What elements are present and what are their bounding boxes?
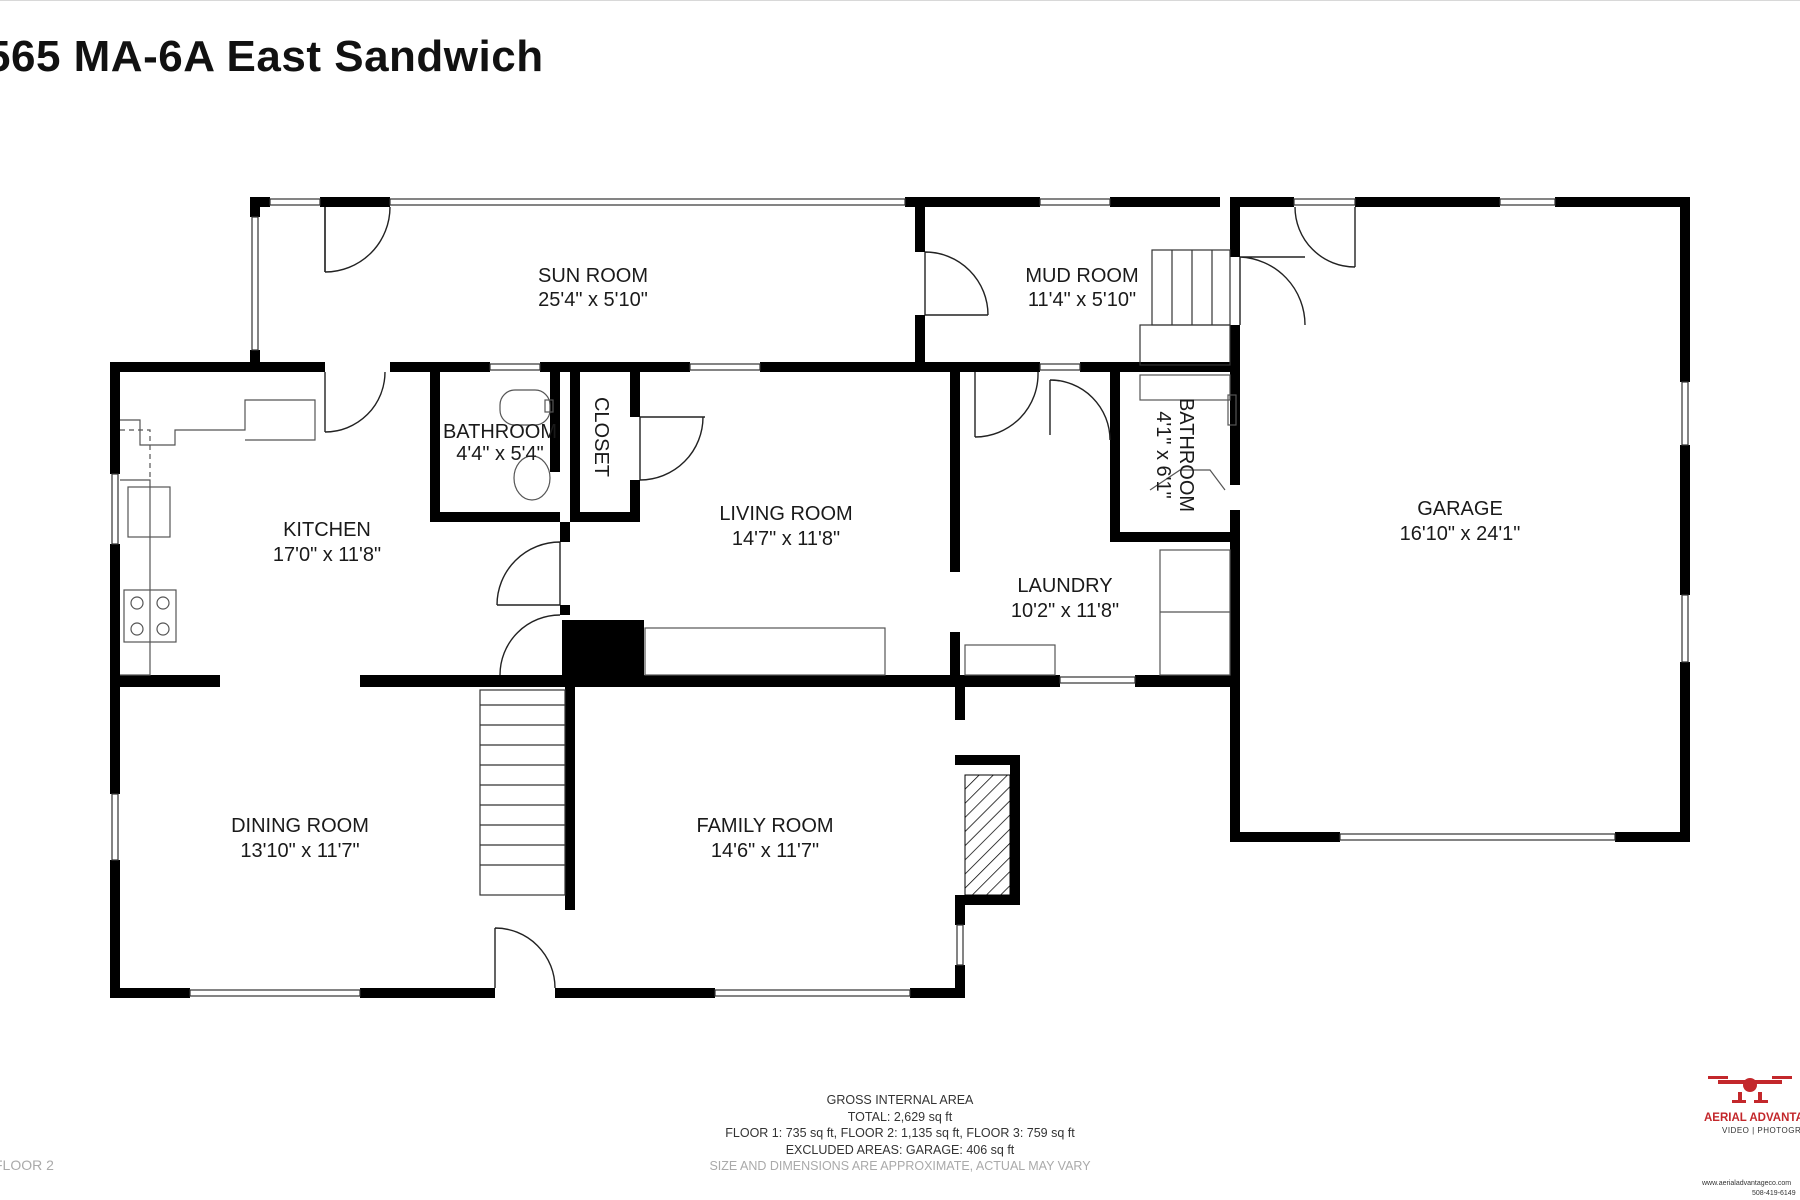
fireplace — [964, 774, 1011, 896]
logo-url: www.aerialadvantageco.com — [1702, 1180, 1792, 1187]
dining-room-dims: 13'10" x 11'7" — [240, 840, 359, 862]
area-excluded: EXCLUDED AREAS: GARAGE: 406 sq ft — [785, 1142, 1015, 1157]
garage-dims: 16'10" x 24'1" — [1400, 523, 1521, 545]
dining-room-name: DINING ROOM — [231, 815, 369, 837]
living-room-dims: 14'7" x 11'8" — [732, 528, 840, 550]
laundry-dims: 10'2" x 11'8" — [1011, 600, 1119, 622]
living-room-name: LIVING ROOM — [719, 503, 852, 525]
kitchen-dims: 17'0" x 11'8" — [273, 544, 381, 566]
family-room-dims: 14'6" x 11'7" — [711, 840, 819, 862]
logo-brand: AERIAL ADVANTAGE — [1704, 1112, 1800, 1124]
stairs-mudroom — [1139, 249, 1231, 366]
bathroom-2-dims: 4'1" x 6'1" — [1152, 411, 1174, 498]
laundry-name: LAUNDRY — [1017, 575, 1112, 597]
company-logo: AERIAL ADVANTAGE VIDEO | PHOTOGRAPHY www… — [1700, 1070, 1800, 1200]
area-floors: FLOOR 1: 735 sq ft, FLOOR 2: 1,135 sq ft… — [725, 1126, 1075, 1140]
bathroom-fixtures-2 — [1139, 374, 1237, 491]
area-heading: GROSS INTERNAL AREA — [826, 1093, 974, 1107]
doors — [324, 206, 1356, 989]
windows — [111, 198, 1689, 997]
bathroom-1-dims: 4'4" x 5'4" — [456, 443, 543, 465]
drone-icon — [1708, 1076, 1792, 1103]
living-counter — [644, 627, 886, 676]
logo-sub: VIDEO | PHOTOGRAPHY — [1722, 1126, 1800, 1135]
stairs-main — [479, 689, 566, 896]
area-summary: GROSS INTERNAL AREA TOTAL: 2,629 sq ft F… — [0, 1092, 1800, 1175]
mud-room-name: MUD ROOM — [1025, 265, 1138, 287]
bathroom-fixtures-1 — [499, 389, 554, 501]
floor-tag: FLOOR 2 — [0, 1157, 54, 1173]
top-border — [0, 0, 1800, 1]
laundry-fixtures — [964, 549, 1231, 676]
kitchen-counters — [120, 399, 316, 676]
walls — [110, 197, 1690, 998]
bathroom-2-name: BATHROOM — [1175, 398, 1197, 512]
page-title: 565 MA-6A East Sandwich — [0, 32, 544, 81]
sun-room-name: SUN ROOM — [538, 265, 648, 287]
bathroom-1-name: BATHROOM — [443, 421, 557, 443]
sun-room-dims: 25'4" x 5'10" — [538, 289, 648, 311]
area-total: TOTAL: 2,629 sq ft — [847, 1109, 953, 1124]
kitchen-name: KITCHEN — [283, 519, 371, 541]
garage-name: GARAGE — [1417, 498, 1503, 520]
logo-phone: 508-419-6149 — [1752, 1190, 1796, 1197]
closet-name: CLOSET — [590, 397, 612, 477]
family-room-name: FAMILY ROOM — [696, 815, 833, 837]
mud-room-dims: 11'4" x 5'10" — [1028, 289, 1136, 311]
room-labels: SUN ROOM 25'4" x 5'10" MUD ROOM 11'4" x … — [231, 265, 1520, 862]
area-disclaimer: SIZE AND DIMENSIONS ARE APPROXIMATE, ACT… — [709, 1159, 1091, 1173]
